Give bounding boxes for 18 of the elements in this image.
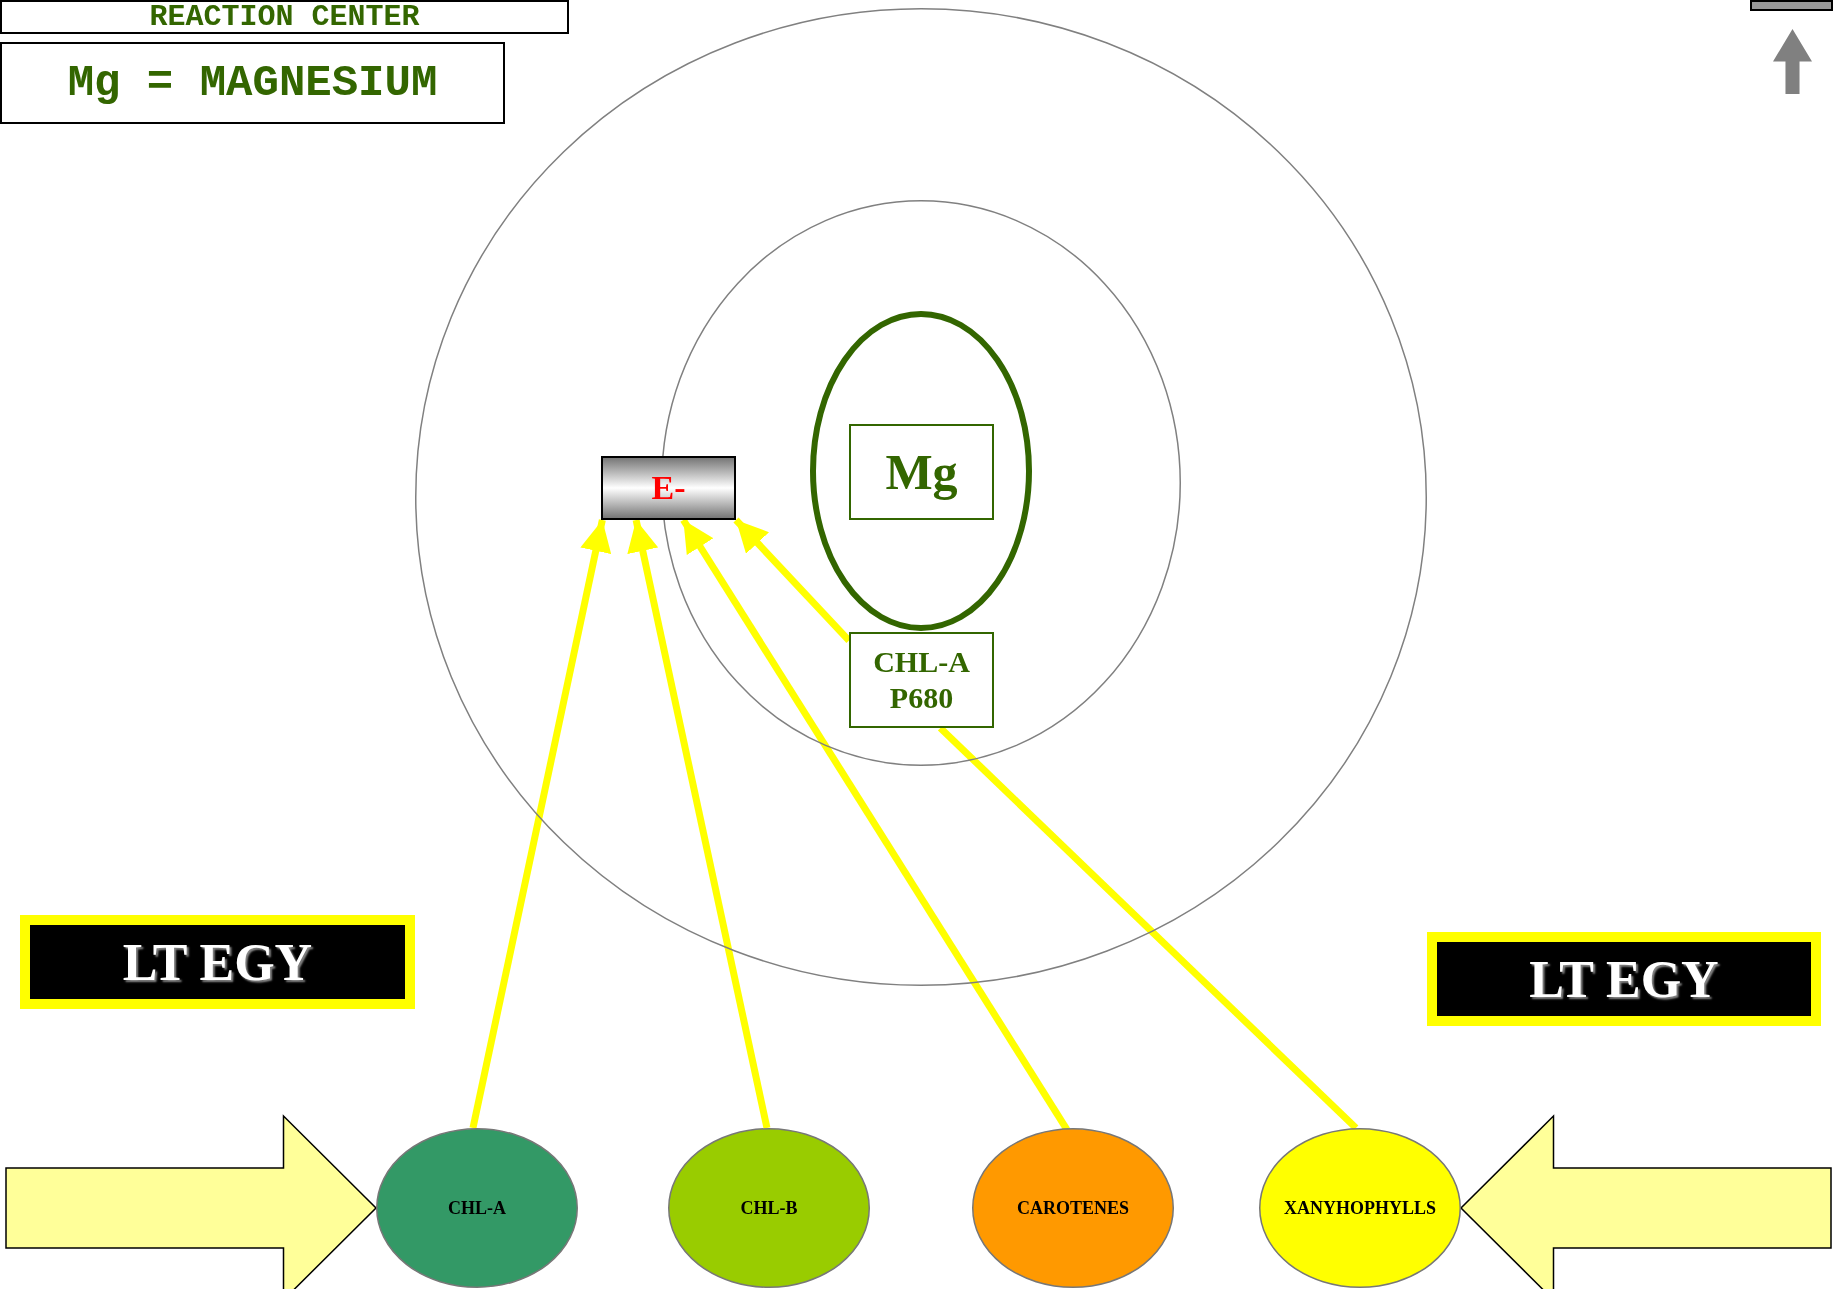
pigment-ellipse: CHL-B (668, 1128, 870, 1288)
electron-box: E- (601, 456, 736, 520)
energy-banner: LT EGY (1427, 932, 1821, 1026)
pigment-ellipse: CHL-A (376, 1128, 578, 1288)
block-arrow (1459, 1114, 1832, 1289)
bar (1750, 0, 1833, 11)
up-arrow-icon (1773, 29, 1812, 94)
oval-ring (810, 311, 1032, 631)
arrow (469, 519, 612, 1129)
pigment-ellipse: XANYHOPHYLLS (1259, 1128, 1461, 1288)
element-box: Mg (849, 424, 994, 520)
pigment-box: CHL-A P680 (849, 632, 994, 728)
arrow (627, 519, 771, 1129)
block-arrow (5, 1114, 378, 1289)
pigment-ellipse: CAROTENES (972, 1128, 1174, 1288)
energy-banner: LT EGY (20, 915, 415, 1009)
title-box: REACTION CENTER (0, 0, 569, 34)
key-box: Mg = MAGNESIUM (0, 42, 505, 124)
